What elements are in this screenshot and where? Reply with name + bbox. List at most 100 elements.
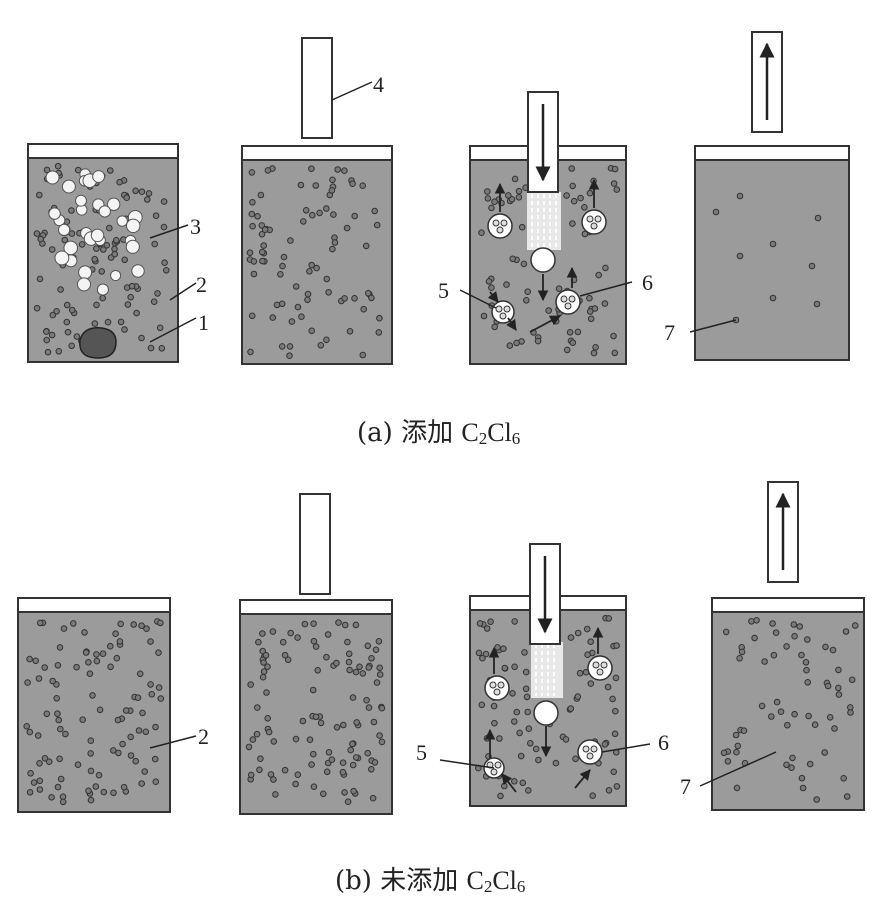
particle [281, 651, 289, 659]
particle [738, 648, 746, 656]
particle [64, 328, 72, 336]
caption-a-text: 添加 [401, 418, 454, 448]
particle [840, 775, 848, 782]
leader-line [149, 317, 197, 343]
particle [246, 249, 254, 256]
particle [163, 267, 170, 274]
particle [353, 719, 361, 726]
flow-arrow [529, 315, 561, 333]
inclusion-particle [489, 681, 497, 689]
particle [328, 187, 336, 194]
particle [30, 779, 38, 786]
particle [484, 195, 492, 202]
particle [562, 736, 570, 743]
particle [253, 704, 261, 711]
particle [535, 756, 542, 764]
particle [317, 342, 325, 349]
particle [341, 789, 348, 796]
particle [567, 705, 575, 712]
label-5-b: 5 [416, 740, 495, 769]
particle [160, 223, 168, 231]
particle [287, 237, 294, 244]
particle [301, 620, 309, 628]
particle [804, 636, 811, 643]
particle [605, 615, 613, 622]
particle [804, 679, 812, 686]
caption-b: (b) 未添加 C2Cl6 [335, 860, 525, 897]
particle [341, 167, 348, 174]
particle [104, 318, 112, 326]
particle [150, 298, 158, 306]
particle [339, 768, 347, 776]
particle [831, 725, 838, 732]
particle [349, 761, 357, 769]
particle [851, 622, 859, 629]
label-2-a: 2 [169, 272, 207, 301]
particle [147, 681, 154, 688]
caption-b-text: 未添加 [380, 866, 459, 896]
particle [811, 721, 819, 729]
particle [156, 324, 164, 332]
particle [508, 196, 516, 203]
particle [491, 323, 499, 331]
inclusion-particle [500, 219, 508, 227]
particle [154, 290, 161, 297]
particle [250, 258, 258, 265]
particle [57, 775, 65, 783]
particle [93, 301, 100, 309]
b-stage2-crucible [239, 599, 393, 815]
label-text: 2 [196, 272, 207, 297]
particle [339, 759, 347, 767]
particle [132, 757, 139, 765]
particle [805, 712, 812, 720]
particle [312, 713, 320, 721]
melt-body [694, 159, 850, 361]
particle [751, 634, 758, 642]
particle [789, 754, 796, 762]
caption-a: (a) 添加 C2Cl6 [357, 412, 520, 449]
flow-arrow [506, 317, 517, 331]
inclusion-particle [592, 661, 600, 669]
particle [574, 629, 582, 637]
particle [368, 766, 375, 773]
inclusion-particle [564, 302, 572, 310]
particle [345, 658, 353, 666]
a-stage3-rotor [527, 91, 559, 193]
particle [343, 224, 351, 232]
inclusion-particle [494, 761, 502, 769]
particle [323, 205, 330, 212]
particle [753, 617, 760, 624]
particle [135, 727, 143, 734]
particle [323, 336, 330, 344]
leader-line [331, 81, 373, 101]
particle [257, 191, 265, 199]
particle [584, 651, 591, 659]
particle [308, 327, 316, 335]
particle [376, 314, 383, 322]
particle [82, 649, 90, 656]
particle [261, 226, 269, 233]
particle [152, 778, 160, 786]
particle [365, 289, 372, 297]
particle [93, 245, 100, 252]
particle [155, 684, 163, 691]
particle [570, 197, 578, 205]
particle [783, 643, 790, 650]
particle [346, 328, 354, 335]
particle [736, 252, 744, 260]
inclusion-particle [493, 688, 501, 696]
particle [36, 619, 44, 627]
particle [44, 348, 52, 356]
particle [312, 182, 320, 189]
inclusion-particle [568, 295, 576, 303]
particle [589, 792, 597, 800]
particle [497, 792, 504, 800]
particle [85, 787, 92, 795]
particle [829, 646, 837, 654]
particle [610, 332, 617, 340]
particle [724, 758, 732, 765]
particle [257, 755, 264, 763]
gas-bubble [63, 240, 78, 256]
particle [574, 328, 582, 336]
particle [312, 643, 320, 650]
